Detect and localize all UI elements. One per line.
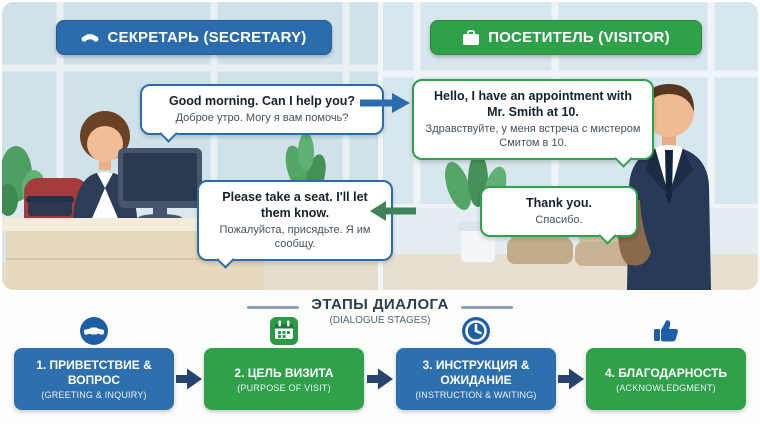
stage-box: 1. ПРИВЕТСТВИЕ & ВОПРОС (GREETING & INQU… <box>14 348 174 410</box>
secretary-bubble-instruction: Please take a seat. I'll let them know. … <box>197 180 393 261</box>
stage-instruction: 3. ИНСТРУКЦИЯ & ОЖИДАНИЕ (INSTRUCTION & … <box>396 316 556 410</box>
bubble-text-ru: Здравствуйте, у меня встреча с мистером … <box>425 123 641 149</box>
dialogue-stages-section: ЭТАПЫ ДИАЛОГА (DIALOGUE STAGES) 1. ПРИВЕ… <box>0 292 760 424</box>
stage-greeting: 1. ПРИВЕТСТВИЕ & ВОПРОС (GREETING & INQU… <box>14 316 174 410</box>
stage-sublabel: (PURPOSE OF VISIT) <box>237 382 331 393</box>
bubble-text-en: Thank you. <box>526 196 592 210</box>
secretary-illustration <box>72 111 138 230</box>
bubble-text-en: Good morning. Can I help you? <box>168 94 356 108</box>
briefcase-icon <box>462 29 480 46</box>
secretary-bubble-greeting: Good morning. Can I help you? Доброе утр… <box>140 84 384 135</box>
stage-sublabel: (GREETING & INQUIRY) <box>41 390 147 400</box>
stage-sublabel: (ACKNOWLEDGMENT) <box>616 382 716 393</box>
bubble-text-ru: Доброе утро. Могу я вам помочь? <box>175 112 349 124</box>
stage-label: 2. ЦЕЛЬ ВИЗИТА <box>234 365 334 380</box>
desk-phone <box>26 196 74 216</box>
stage-box: 4. БЛАГОДАРНОСТЬ (ACKNOWLEDGMENT) <box>586 348 746 410</box>
stage-arrow-icon <box>367 367 393 396</box>
visitor-header: ПОСЕТИТЕЛЬ (VISITOR) <box>430 20 702 55</box>
visitor-illustration <box>618 84 711 290</box>
stage-purpose: 2. ЦЕЛЬ ВИЗИТА (PURPOSE OF VISIT) <box>204 316 364 410</box>
stage-label: 4. БЛАГОДАРНОСТЬ <box>604 365 728 380</box>
thumbs-up-icon <box>651 316 681 346</box>
decorative-line-right <box>461 306 513 309</box>
stage-arrow-icon <box>176 367 202 396</box>
arrow-right-icon <box>360 92 410 119</box>
stage-acknowledgment: 4. БЛАГОДАРНОСТЬ (ACKNOWLEDGMENT) <box>586 316 746 410</box>
visitor-title: ПОСЕТИТЕЛЬ (VISITOR) <box>488 29 670 46</box>
bubble-text-en: Please take a seat. I'll let them know. <box>222 190 368 220</box>
office-scene: СЕКРЕТАРЬ (SECRETARY) ПОСЕТИТЕЛЬ (VISITO… <box>2 2 758 290</box>
visitor-bubble-purpose: Hello, I have an appointment with Mr. Sm… <box>412 79 654 160</box>
calendar-icon <box>269 316 299 346</box>
phone-icon <box>81 31 99 44</box>
handshake-icon <box>79 316 109 346</box>
arrow-left-icon <box>370 200 416 227</box>
stage-label: 3. ИНСТРУКЦИЯ & ОЖИДАНИЕ <box>422 358 530 387</box>
stage-box: 3. ИНСТРУКЦИЯ & ОЖИДАНИЕ (INSTRUCTION & … <box>396 348 556 410</box>
secretary-header: СЕКРЕТАРЬ (SECRETARY) <box>56 20 332 55</box>
stage-sublabel: (INSTRUCTION & WAITING) <box>415 390 537 400</box>
stage-arrow-icon <box>558 367 584 396</box>
stages-subtitle: (DIALOGUE STAGES) <box>329 315 431 326</box>
computer-monitor <box>118 148 202 222</box>
bubble-text-en: Hello, I have an appointment with Mr. Sm… <box>434 89 632 119</box>
stage-box: 2. ЦЕЛЬ ВИЗИТА (PURPOSE OF VISIT) <box>204 348 364 410</box>
clock-icon <box>461 316 491 346</box>
stage-label: 1. ПРИВЕТСТВИЕ & ВОПРОС <box>36 358 152 387</box>
stages-title: ЭТАПЫ ДИАЛОГА <box>311 296 449 313</box>
secretary-title: СЕКРЕТАРЬ (SECRETARY) <box>107 29 307 46</box>
visitor-bubble-thanks: Thank you. Спасибо. <box>480 186 638 237</box>
decorative-line-left <box>247 306 299 309</box>
scene-divider <box>378 2 383 290</box>
bubble-text-ru: Спасибо. <box>535 214 583 226</box>
bubble-text-ru: Пожалуйста, присядьте. Я им сообщу. <box>219 224 371 250</box>
